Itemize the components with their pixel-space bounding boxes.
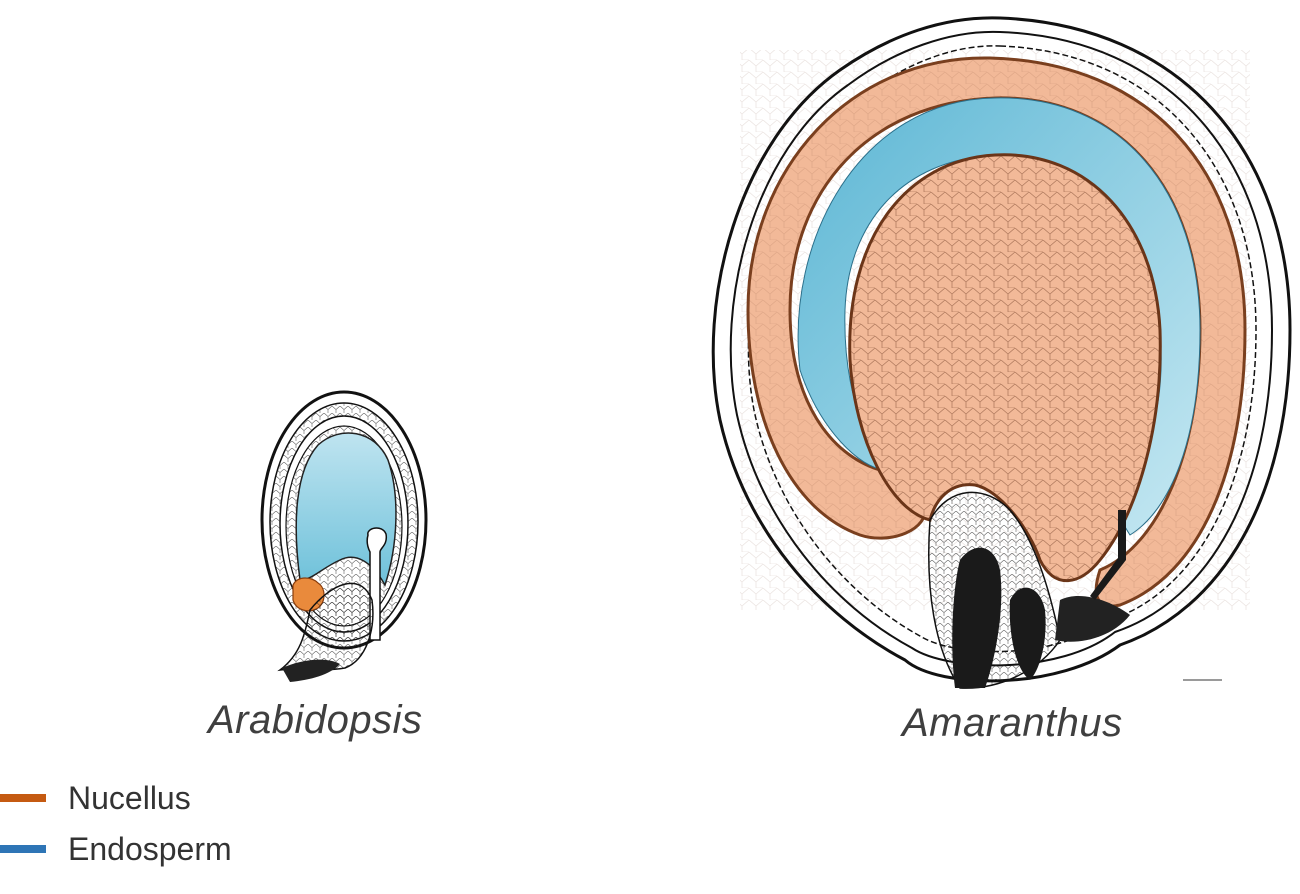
arabidopsis-seed	[260, 390, 428, 682]
amaranthus-label: Amaranthus	[900, 701, 1123, 745]
legend: Nucellus Endosperm	[0, 780, 232, 867]
legend-label-endosperm: Endosperm	[68, 831, 232, 867]
legend-label-nucellus: Nucellus	[68, 780, 191, 816]
arabidopsis-label: Arabidopsis	[206, 698, 423, 742]
legend-swatch-nucellus	[0, 794, 46, 802]
legend-swatch-endosperm	[0, 845, 46, 853]
amaranthus-seed	[711, 16, 1292, 689]
